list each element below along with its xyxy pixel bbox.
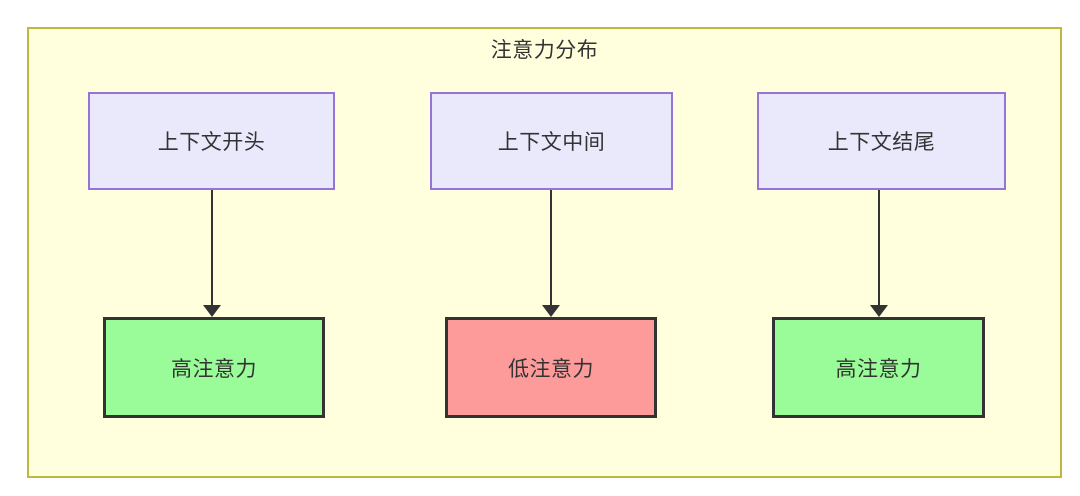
node-context-middle[interactable]: 上下文中间 [430, 92, 673, 190]
node-label: 上下文中间 [497, 131, 606, 154]
node-label: 上下文开头 [157, 131, 266, 154]
node-label: 高注意力 [835, 357, 922, 381]
node-context-start[interactable]: 上下文开头 [88, 92, 335, 190]
node-label: 高注意力 [171, 357, 257, 381]
node-high-attention-end[interactable]: 高注意力 [772, 317, 985, 418]
node-context-end[interactable]: 上下文结尾 [757, 92, 1006, 190]
subgraph-title: 注意力分布 [490, 39, 599, 62]
node-low-attention-middle[interactable]: 低注意力 [445, 317, 657, 418]
node-label: 上下文结尾 [827, 131, 936, 154]
node-label: 低注意力 [508, 357, 594, 381]
node-high-attention-start[interactable]: 高注意力 [103, 317, 325, 418]
